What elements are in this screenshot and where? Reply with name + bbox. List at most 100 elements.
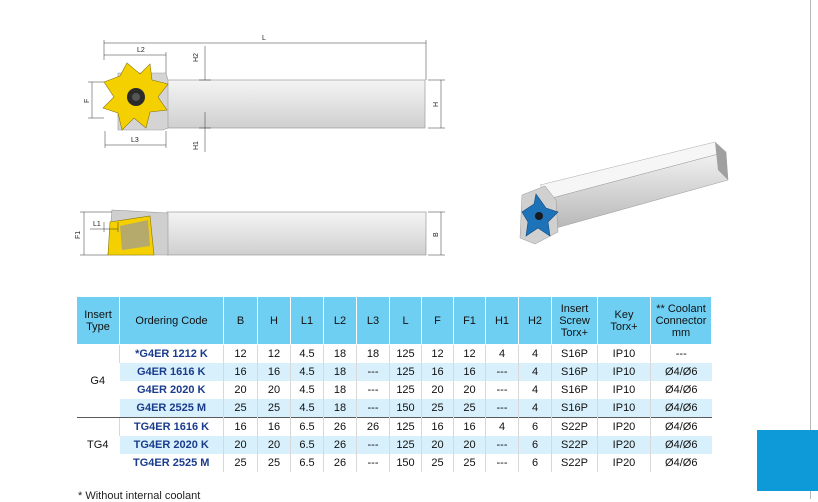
table-cell: 4 xyxy=(485,417,519,436)
table-cell: S16P xyxy=(551,399,598,418)
ordering-code-cell: TG4ER 2020 K xyxy=(119,436,224,454)
insert-type-cell: G4 xyxy=(76,344,120,418)
table-cell: 150 xyxy=(389,454,422,472)
table-cell: 4 xyxy=(518,399,552,418)
table-cell: 16 xyxy=(453,417,486,436)
dim-L3: L3 xyxy=(131,137,139,144)
dim-L: L xyxy=(262,35,266,42)
table-cell: Ø4/Ø6 xyxy=(650,454,712,472)
footnote: * Without internal coolant xyxy=(78,490,201,502)
table-cell: 25 xyxy=(257,454,291,472)
table-cell: 125 xyxy=(389,436,422,454)
table-cell: Ø4/Ø6 xyxy=(650,436,712,454)
table-cell: 25 xyxy=(453,399,486,418)
table-cell: --- xyxy=(485,454,519,472)
table-cell: 26 xyxy=(323,454,357,472)
table-cell: 6 xyxy=(518,454,552,472)
table-cell: --- xyxy=(356,399,390,418)
ordering-code-cell: TG4ER 1616 K xyxy=(119,417,224,436)
table-cell: 18 xyxy=(323,399,357,418)
table-cell: IP10 xyxy=(597,381,651,399)
table-cell: 16 xyxy=(453,363,486,381)
table-cell: S22P xyxy=(551,417,598,436)
ordering-code-cell: G4ER 1616 K xyxy=(119,363,224,381)
table-cell: 12 xyxy=(257,344,291,363)
table-cell: 125 xyxy=(389,417,422,436)
table-cell: 4.5 xyxy=(290,399,324,418)
top-view: L L2 H2 F H L3 H1 xyxy=(84,35,445,152)
table-cell: 16 xyxy=(223,363,258,381)
ordering-code-cell: G4ER 2525 M xyxy=(119,399,224,418)
column-header: L2 xyxy=(323,296,357,345)
table-cell: IP20 xyxy=(597,454,651,472)
top-shank xyxy=(161,79,426,129)
column-header: B xyxy=(223,296,258,345)
table-cell: S22P xyxy=(551,454,598,472)
table-cell: 4.5 xyxy=(290,381,324,399)
table-cell: 26 xyxy=(323,417,357,436)
table-cell: 6 xyxy=(518,436,552,454)
table-cell: 25 xyxy=(223,399,258,418)
table-cell: 25 xyxy=(257,399,291,418)
side-view: L1 F1 B xyxy=(75,209,445,256)
table-cell: 16 xyxy=(257,363,291,381)
table-cell: Ø4/Ø6 xyxy=(650,417,712,436)
table-cell: 125 xyxy=(389,363,422,381)
ordering-code-cell: G4ER 2020 K xyxy=(137,384,206,396)
table-cell: 12 xyxy=(223,344,258,363)
table-cell: IP20 xyxy=(597,436,651,454)
column-header: Ordering Code xyxy=(119,296,224,345)
table-cell: S16P xyxy=(551,363,598,381)
ordering-code-cell: *G4ER 1212 K xyxy=(119,344,224,363)
table-cell: 20 xyxy=(453,381,486,399)
table-cell: 18 xyxy=(356,344,390,363)
table-cell: --- xyxy=(650,344,712,363)
table-cell: 20 xyxy=(257,436,291,454)
dim-F1: F1 xyxy=(75,231,82,239)
table-cell: IP10 xyxy=(597,344,651,363)
column-header: H1 xyxy=(485,296,519,345)
table-cell: S16P xyxy=(551,344,598,363)
table-cell: --- xyxy=(485,363,519,381)
table-cell: 20 xyxy=(223,436,258,454)
dim-B: B xyxy=(433,232,440,237)
table-cell: --- xyxy=(356,454,390,472)
table-cell: --- xyxy=(485,436,519,454)
table-cell: 20 xyxy=(223,381,258,399)
table-cell: 6.5 xyxy=(290,436,324,454)
column-header: H2 xyxy=(518,296,552,345)
table-cell: 4 xyxy=(518,344,552,363)
table-cell: 16 xyxy=(257,417,291,436)
tool-3d-render xyxy=(519,141,729,245)
table-cell: 25 xyxy=(223,454,258,472)
table-cell: --- xyxy=(356,363,390,381)
table-cell: 125 xyxy=(389,381,422,399)
table-cell: 4 xyxy=(518,381,552,399)
table-cell: 18 xyxy=(323,344,357,363)
insert-type-cell: TG4 xyxy=(76,417,120,472)
table-cell: 4 xyxy=(518,363,552,381)
column-header: L1 xyxy=(290,296,324,345)
table-cell: 16 xyxy=(421,363,454,381)
table-cell: 25 xyxy=(421,454,454,472)
table-cell: 20 xyxy=(257,381,291,399)
table-cell: 18 xyxy=(323,363,357,381)
dim-L2: L2 xyxy=(137,47,145,54)
page-edge-line xyxy=(810,0,811,499)
ordering-code-cell: TG4ER 2525 M xyxy=(133,457,210,469)
table-cell: Ø4/Ø6 xyxy=(650,381,712,399)
table-cell: Ø4/Ø6 xyxy=(650,399,712,418)
table-cell: 12 xyxy=(421,344,454,363)
technical-drawing: L L2 H2 F H L3 H1 L1 F1 B xyxy=(75,35,729,256)
dim-H2: H2 xyxy=(193,53,200,62)
